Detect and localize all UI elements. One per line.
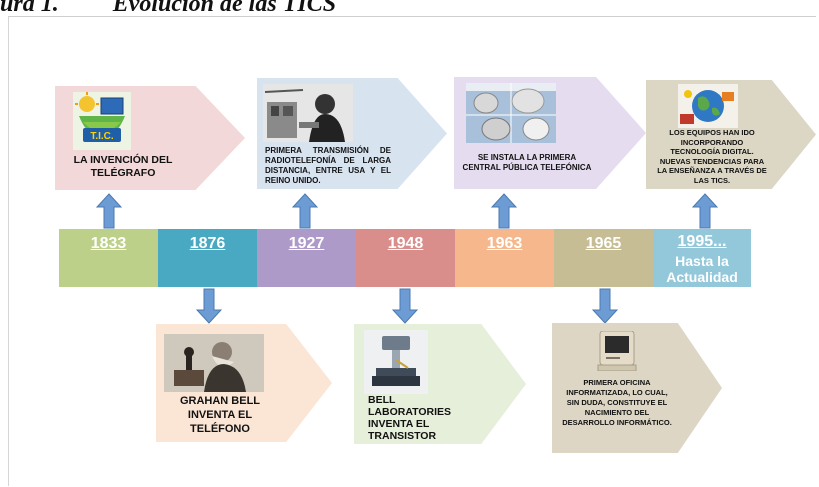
- arrow-up-1995: [692, 193, 718, 229]
- tic-logo-text: T.I.C.: [90, 131, 114, 142]
- timeline-1995: 1995... Hasta la Actualidad: [653, 229, 751, 287]
- timeline-1948: 1948: [356, 229, 455, 287]
- timeline-1965: 1965: [554, 229, 653, 287]
- box-radiotelefonia: PRIMERA TRANSMISIÓN DE RADIOTELEFONÍA DE…: [257, 78, 447, 189]
- box-text-tendencias: LOS EQUIPOS HAN IDO INCORPORANDO TECNOLO…: [657, 128, 767, 185]
- year-label: 1833: [90, 235, 127, 252]
- year-label: 1948: [387, 235, 424, 252]
- arrow-up-1833: [96, 193, 122, 229]
- transistor-photo: [364, 330, 428, 394]
- box-text-oficina: PRIMERA OFICINA INFORMATIZADA, LO CUAL, …: [562, 378, 672, 427]
- year-label: 1995...: [677, 233, 727, 250]
- vintage-computer-image: [596, 331, 638, 371]
- education-globe-image: [678, 84, 738, 128]
- timeline-1963: 1963: [455, 229, 554, 287]
- box-telefono: GRAHAN BELL INVENTA EL TELÉFONO: [156, 324, 332, 442]
- arrow-down-1876: [196, 288, 222, 324]
- box-text-telefono: GRAHAN BELL INVENTA EL TELÉFONO: [179, 395, 261, 435]
- radio-operator-photo: [263, 84, 353, 142]
- year-label: 1965: [585, 235, 622, 252]
- year-label: 1927: [288, 235, 325, 252]
- arrow-up-1927: [292, 193, 318, 229]
- satellite-dishes-image: [466, 83, 556, 143]
- box-text-telegrafo: LA INVENCIÓN DEL TELÉGRAFO: [73, 154, 173, 179]
- timeline-1927: 1927: [257, 229, 356, 287]
- box-transistor: BELL LABORATORIES INVENTA EL TRANSISTOR: [354, 324, 526, 444]
- tic-logo-image: T.I.C.: [73, 92, 131, 150]
- arrow-down-1965: [592, 288, 618, 324]
- year-label: 1963: [486, 235, 523, 252]
- year-label: 1876: [189, 235, 226, 252]
- year-sublabel: Hasta la Actualidad: [666, 253, 738, 285]
- timeline-1833: 1833: [59, 229, 158, 287]
- arrow-up-1963: [491, 193, 517, 229]
- arrow-down-1948: [392, 288, 418, 324]
- box-text-central-telefonica: SE INSTALA LA PRIMERA CENTRAL PÚBLICA TE…: [462, 153, 592, 172]
- box-text-radiotelefonia: PRIMERA TRANSMISIÓN DE RADIOTELEFONÍA DE…: [265, 146, 391, 185]
- graham-bell-photo: [164, 334, 264, 392]
- box-text-transistor: BELL LABORATORIES INVENTA EL TRANSISTOR: [368, 394, 452, 442]
- diagram-frame: [8, 16, 816, 486]
- figure-title: ura 1. Evolución de las TICS: [0, 0, 337, 17]
- timeline-1876: 1876: [158, 229, 257, 287]
